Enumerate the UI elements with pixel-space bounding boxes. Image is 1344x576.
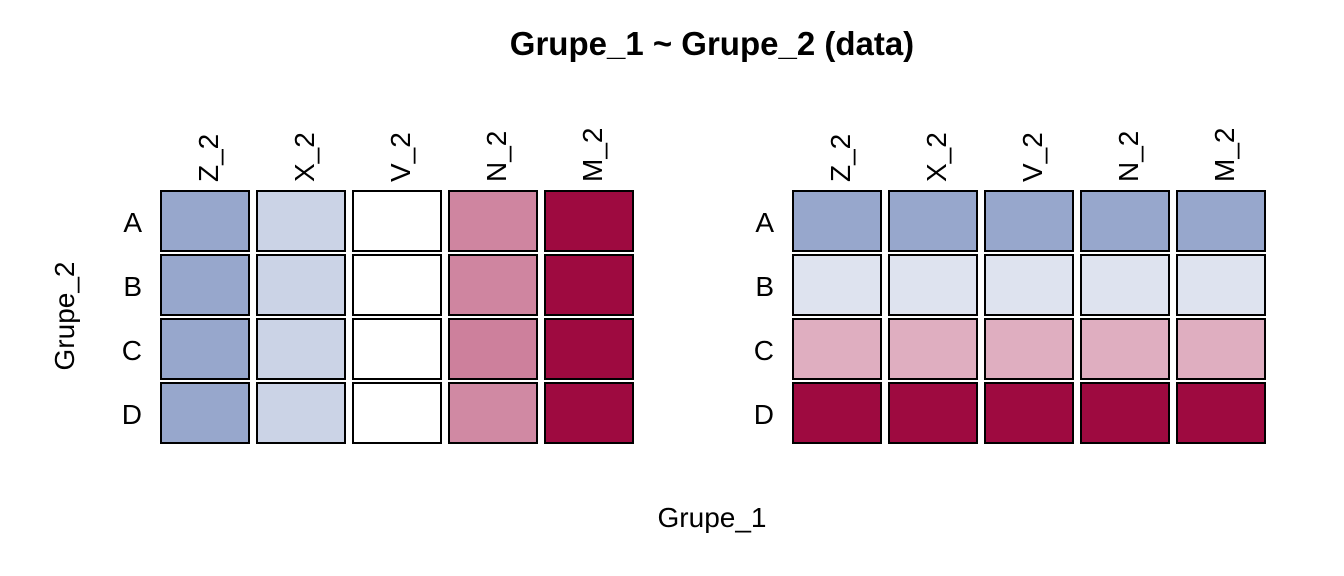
heatmap-cell (1176, 318, 1266, 380)
row-tick-label: C (754, 335, 774, 366)
heatmap-cell (448, 190, 538, 252)
chart-title: Grupe_1 ~ Grupe_2 (data) (510, 25, 914, 62)
heatmap-cell (984, 190, 1074, 252)
column-tick-label: Z_2 (193, 134, 224, 182)
heatmap-cell (448, 382, 538, 444)
row-tick-label: B (123, 271, 142, 302)
heatmap-cell (544, 382, 634, 444)
heatmap-cell (792, 318, 882, 380)
heatmap-cell (792, 190, 882, 252)
heatmap-cell (160, 254, 250, 316)
column-tick-label: X_2 (289, 132, 320, 182)
heatmap-cell (1176, 382, 1266, 444)
column-tick-label: X_2 (921, 132, 952, 182)
heatmap-cell (160, 318, 250, 380)
heatmap-cell (792, 254, 882, 316)
heatmap-cell (352, 318, 442, 380)
row-tick-label: A (755, 207, 774, 238)
row-tick-label: A (123, 207, 142, 238)
column-tick-label: V_2 (385, 132, 416, 182)
heatmap-cell (544, 254, 634, 316)
heatmap-cell (1080, 254, 1170, 316)
heatmap-cell (352, 382, 442, 444)
row-tick-label: D (754, 399, 774, 430)
column-tick-label: N_2 (1113, 131, 1144, 182)
heatmap-cell (256, 254, 346, 316)
heatmap-cell (984, 382, 1074, 444)
column-tick-label: M_2 (1209, 128, 1240, 182)
heatmap-cell (1080, 382, 1170, 444)
heatmap-cell (1176, 190, 1266, 252)
heatmap-cell (888, 254, 978, 316)
heatmap-cell (888, 318, 978, 380)
heatmap-cell (888, 382, 978, 444)
row-tick-label: B (755, 271, 774, 302)
heatmap-cell (544, 318, 634, 380)
column-tick-label: V_2 (1017, 132, 1048, 182)
heatmap-cell (352, 254, 442, 316)
row-tick-label: C (122, 335, 142, 366)
heatmap-cell (888, 190, 978, 252)
heatmap-cell (984, 254, 1074, 316)
heatmap-cell (792, 382, 882, 444)
heatmap-cell (1080, 190, 1170, 252)
heatmap-cell (256, 190, 346, 252)
column-tick-label: Z_2 (825, 134, 856, 182)
y-axis-title: Grupe_2 (49, 262, 80, 371)
heatmap-cell (448, 254, 538, 316)
heatmap-cell (1176, 254, 1266, 316)
heatmap-cell (984, 318, 1074, 380)
heatmap-panel-2: Z_2 X_2 V_2 N_2 M_2A B C D (754, 128, 1266, 444)
heatmap-cell (160, 382, 250, 444)
heatmap-cell (448, 318, 538, 380)
column-tick-label: M_2 (577, 128, 608, 182)
panels-group: Z_2 X_2 V_2 N_2 M_2A B C D Z_2 X_2 V_2 N_2 M_2A B C D (122, 128, 1266, 444)
x-axis-title: Grupe_1 (658, 502, 767, 533)
heatmap-cell (160, 190, 250, 252)
heatmap-cell (256, 318, 346, 380)
heatmap-panel-1: Z_2 X_2 V_2 N_2 M_2A B C D (122, 128, 634, 444)
heatmap-cell (1080, 318, 1170, 380)
heatmap-cell (352, 190, 442, 252)
row-tick-label: D (122, 399, 142, 430)
heatmap-cell (256, 382, 346, 444)
heatmap-cell (544, 190, 634, 252)
column-tick-label: N_2 (481, 131, 512, 182)
